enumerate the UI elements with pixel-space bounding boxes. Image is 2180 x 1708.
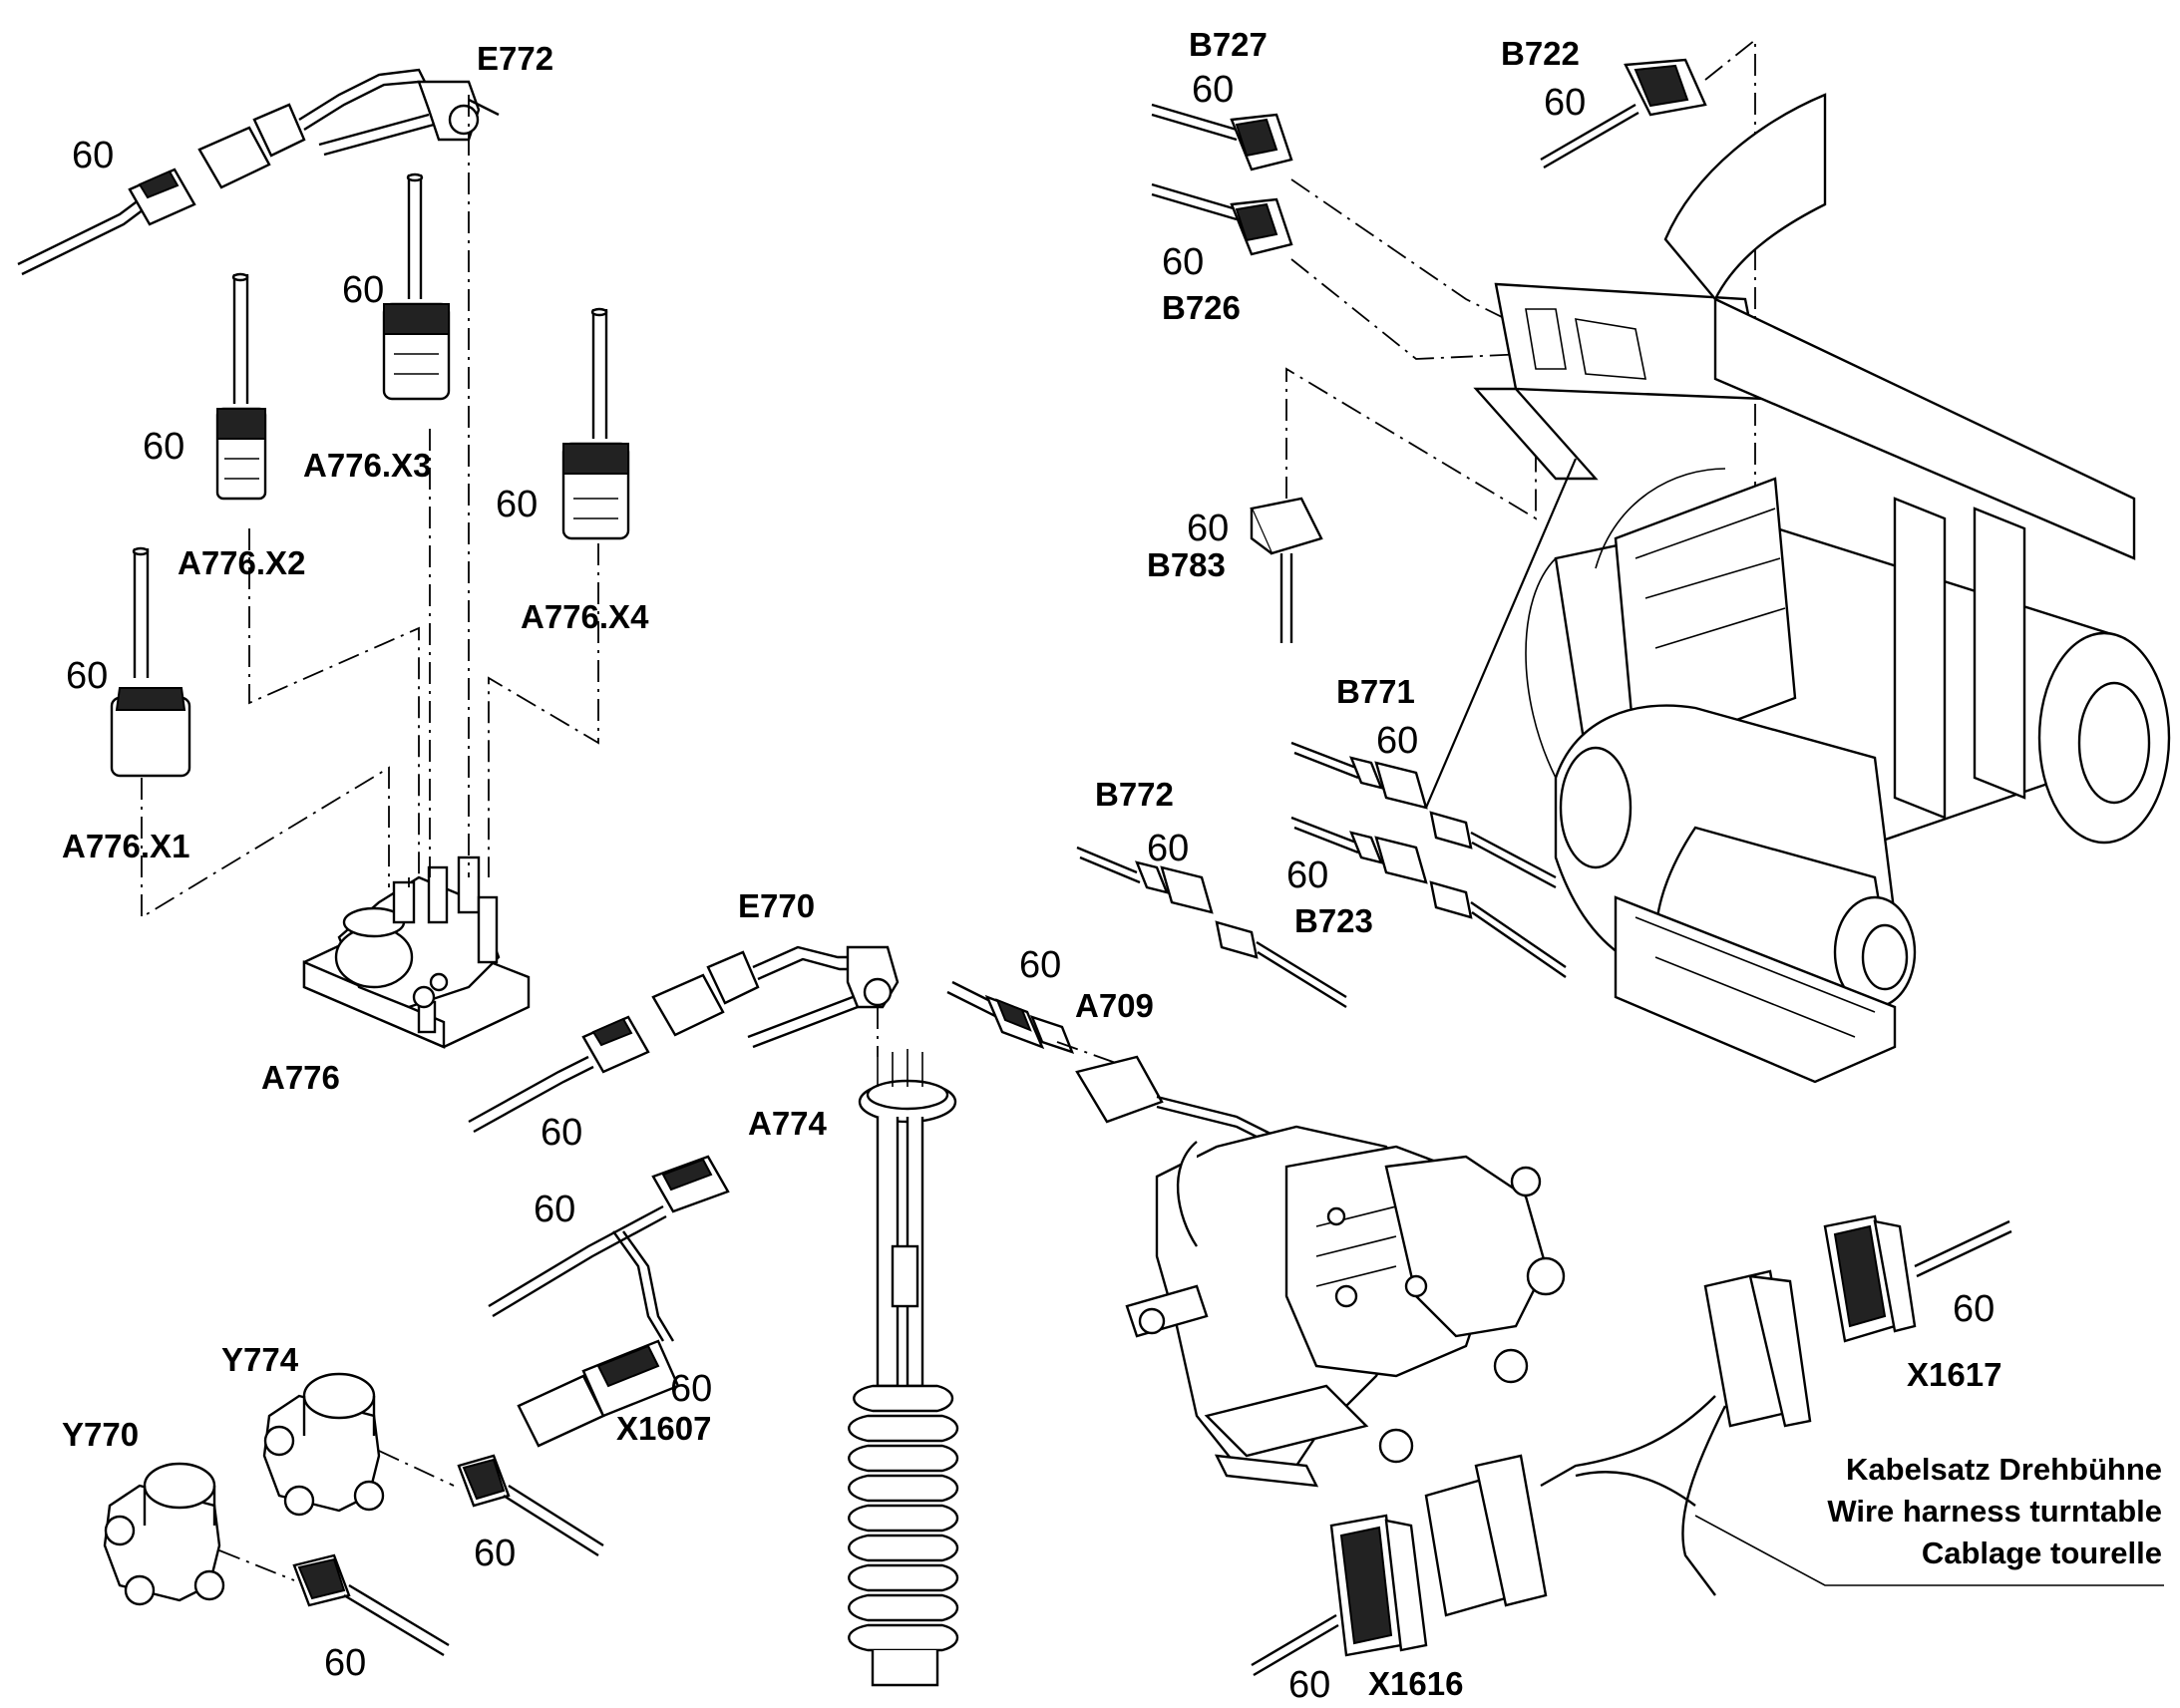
exhaust-aftertreatment-unit <box>1473 93 2171 1084</box>
qty-x1607: 60 <box>670 1368 712 1410</box>
a776-valve-block <box>302 855 531 1049</box>
qty-a776-x3: 60 <box>342 269 384 311</box>
qty-b727: 60 <box>1192 69 1234 111</box>
label-a774: A774 <box>748 1105 828 1142</box>
a709-connector <box>946 980 1128 1068</box>
qty-b783: 60 <box>1187 508 1229 549</box>
qty-a776-x2: 60 <box>143 426 184 468</box>
qty-x1617: 60 <box>1953 1288 1995 1330</box>
qty-e772: 60 <box>72 135 114 176</box>
label-a776-x4: A776.X4 <box>521 598 649 635</box>
label-e770: E770 <box>738 887 815 924</box>
label-b722: B722 <box>1501 35 1580 72</box>
e772-harness <box>17 68 500 276</box>
label-a776-x1: A776.X1 <box>62 828 189 864</box>
x1616-connector <box>1251 1514 1428 1677</box>
caption-line-de: Kabelsatz Drehbühne <box>1846 1452 2162 1487</box>
qty-b772: 60 <box>1147 828 1189 869</box>
qty-y770: 60 <box>324 1642 366 1684</box>
label-y774: Y774 <box>221 1341 299 1378</box>
a776-x2-connector <box>215 272 267 501</box>
b783-sensor <box>1250 367 1537 643</box>
label-a776: A776 <box>261 1059 340 1096</box>
qty-a709: 60 <box>1019 944 1061 986</box>
label-a776-x2: A776.X2 <box>178 544 305 581</box>
a776-x4-connector <box>561 307 630 540</box>
qty-b771: 60 <box>1376 720 1418 762</box>
label-b727: B727 <box>1189 26 1268 63</box>
compressor-unit <box>1075 1055 1566 1488</box>
qty-b722: 60 <box>1544 82 1586 124</box>
qty-x1616: 60 <box>1288 1664 1330 1706</box>
qty-x1607-pigtail: 60 <box>534 1189 575 1230</box>
b772-sensor <box>1076 846 1347 1009</box>
e770-harness <box>468 945 900 1134</box>
qty-a776-x1: 60 <box>66 655 108 697</box>
turntable-harness <box>1424 1269 2164 1617</box>
b771-sensor <box>1290 741 1557 889</box>
y774-connector <box>457 1454 604 1557</box>
y770-connector <box>292 1553 450 1657</box>
label-a709: A709 <box>1075 987 1154 1024</box>
label-x1617: X1617 <box>1907 1356 2001 1393</box>
label-y770: Y770 <box>62 1416 139 1453</box>
label-b723: B723 <box>1294 902 1373 939</box>
label-e772: E772 <box>477 40 553 77</box>
b771-b723-leaders <box>1424 458 1578 809</box>
qty-a776-x4: 60 <box>496 484 538 525</box>
label-x1607: X1607 <box>616 1410 711 1447</box>
label-b772: B772 <box>1095 776 1174 813</box>
qty-e770: 60 <box>541 1112 582 1154</box>
label-b771: B771 <box>1336 673 1415 710</box>
qty-b723: 60 <box>1286 854 1328 896</box>
label-a776-x3: A776.X3 <box>303 447 431 484</box>
y770-valve <box>103 1462 295 1606</box>
a774-sensor-rod <box>848 1007 959 1687</box>
x1607-pigtail <box>488 1155 730 1448</box>
b727-b726-sensors <box>1151 103 1527 360</box>
qty-y774: 60 <box>474 1533 516 1574</box>
a776-leader-lines <box>141 95 599 919</box>
caption-line-en: Wire harness turntable <box>1827 1494 2162 1529</box>
label-b783: B783 <box>1147 546 1226 583</box>
caption-line-fr: Cablage tourelle <box>1922 1536 2162 1570</box>
a776-x1-connector <box>110 546 191 778</box>
label-x1616: X1616 <box>1368 1665 1463 1702</box>
b723-sensor <box>1290 816 1567 978</box>
y774-valve <box>262 1372 455 1517</box>
qty-b726: 60 <box>1162 241 1204 283</box>
x1617-connector <box>1823 1214 2012 1343</box>
a774-coil <box>848 1384 959 1687</box>
label-b726: B726 <box>1162 289 1241 326</box>
a776-x3-connector <box>382 172 451 401</box>
